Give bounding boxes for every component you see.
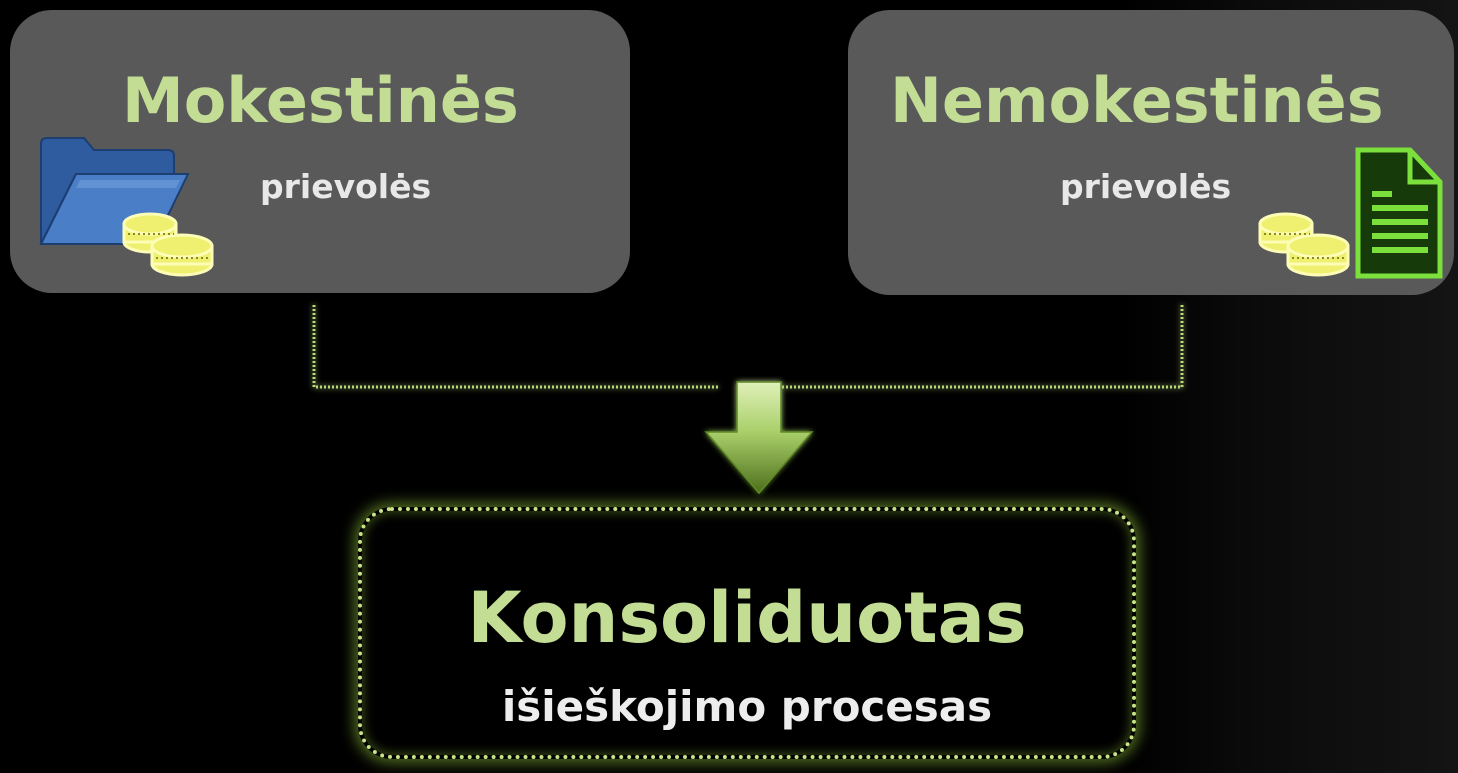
document-icon	[1355, 147, 1443, 279]
connector-lines	[312, 305, 1184, 389]
left-card: Mokestinės prievolės	[10, 10, 630, 293]
right-card: Nemokestinės prievolės	[848, 10, 1454, 295]
left-card-subtitle: prievolės	[260, 167, 432, 206]
result-box: Konsoliduotas išieškojimo procesas	[358, 507, 1136, 759]
left-card-title: Mokestinės	[122, 64, 519, 137]
connector-left	[312, 305, 720, 389]
right-card-subtitle: prievolės	[1060, 167, 1232, 206]
down-arrow	[704, 381, 814, 495]
coins-icon	[122, 212, 214, 277]
result-subtitle: išieškojimo procesas	[501, 682, 993, 731]
result-title: Konsoliduotas	[467, 577, 1027, 659]
connector-right	[780, 305, 1184, 389]
right-card-title: Nemokestinės	[890, 64, 1384, 137]
coins-icon	[1258, 212, 1350, 277]
